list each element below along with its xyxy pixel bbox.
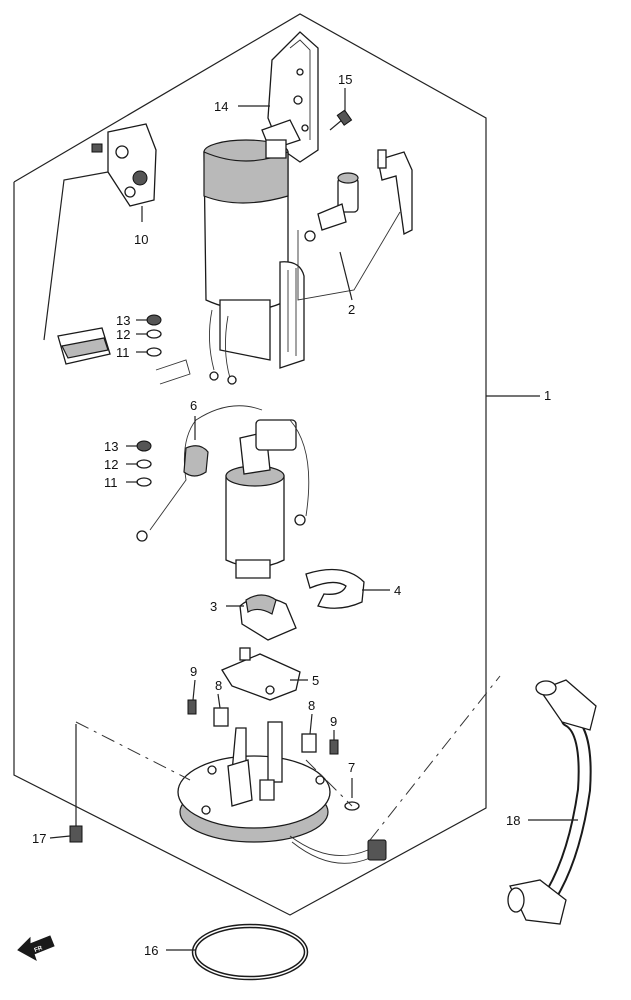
front-direction-label: FR — [34, 945, 44, 954]
fuel-filter-canister — [203, 139, 305, 385]
callout-13-upper: 13 — [116, 313, 130, 328]
callout-11-lower: 11 — [104, 475, 118, 490]
screw-part-9-right — [329, 739, 339, 755]
assembly-outline — [13, 13, 487, 916]
plate-part-8-right — [301, 733, 317, 753]
fuel-level-sender-part-10 — [43, 123, 157, 365]
fuel-hose-part-18 — [507, 679, 597, 925]
nut-washer-set-upper — [146, 314, 191, 385]
callout-15: 15 — [338, 72, 352, 87]
callout-16: 16 — [144, 943, 158, 958]
callout-12-lower: 12 — [104, 457, 118, 472]
front-direction-arrow-icon: FR — [17, 935, 55, 962]
callout-3: 3 — [210, 599, 217, 614]
callout-10: 10 — [134, 232, 148, 247]
callout-6: 6 — [190, 398, 197, 413]
wire-harness — [289, 835, 387, 864]
callout-8-right: 8 — [308, 698, 315, 713]
callout-1: 1 — [544, 388, 551, 403]
callout-4: 4 — [394, 583, 401, 598]
callout-labels: 1 2 3 4 5 6 7 8 8 9 9 10 11 11 12 12 13 … — [32, 72, 551, 958]
callout-7: 7 — [348, 760, 355, 775]
pump-mounting-plate — [177, 721, 331, 843]
callout-11-upper: 11 — [116, 345, 130, 360]
callout-14: 14 — [214, 99, 228, 114]
bracket-part-5 — [221, 647, 301, 701]
screw-part-15 — [329, 109, 353, 131]
leader-lines — [49, 88, 578, 951]
callout-8-left: 8 — [215, 678, 222, 693]
callout-2: 2 — [348, 302, 355, 317]
callout-5: 5 — [312, 673, 319, 688]
o-ring-part-16 — [191, 923, 309, 981]
cushion-part-4 — [305, 568, 365, 609]
dash-lines — [75, 675, 501, 841]
callout-12-upper: 12 — [116, 327, 130, 342]
nut-washer-set-lower — [136, 440, 152, 487]
pump-holder-part-3 — [239, 594, 297, 641]
plate-part-8-left — [213, 707, 229, 727]
callout-17: 17 — [32, 831, 46, 846]
screw-part-9-left — [187, 699, 197, 715]
fuel-pump-motor — [136, 405, 310, 579]
callout-13-lower: 13 — [104, 439, 118, 454]
callout-9-right: 9 — [330, 714, 337, 729]
bolt-part-17 — [69, 724, 83, 843]
pressure-regulator-part-2 — [297, 149, 413, 301]
callout-9-left: 9 — [190, 664, 197, 679]
callout-18: 18 — [506, 813, 520, 828]
